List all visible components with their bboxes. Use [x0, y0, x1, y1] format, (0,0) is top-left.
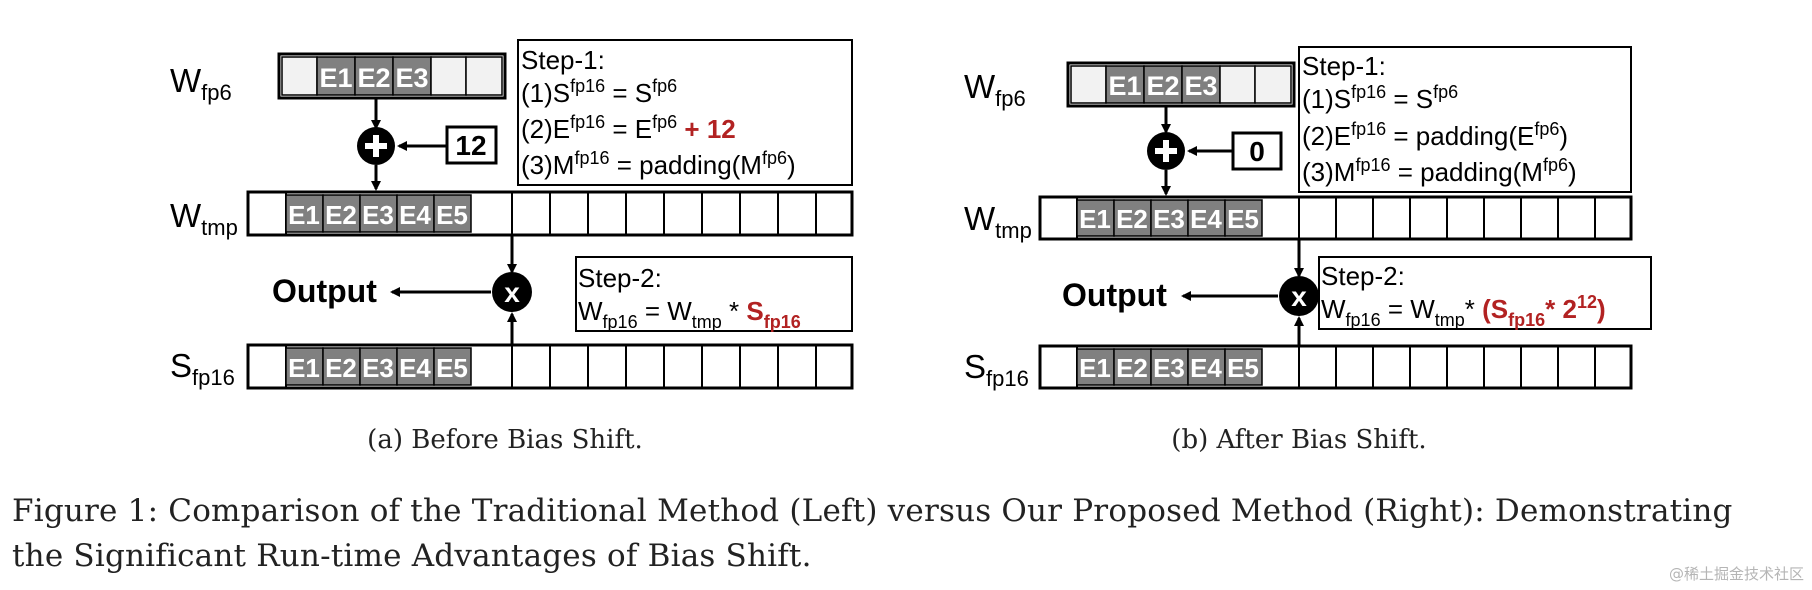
w-tmp-cell-e4: E4 — [399, 200, 431, 230]
step2-box: Step-2: Wfp16 = Wtmp* (Sfp16* 212) — [1318, 256, 1652, 330]
w-fp6-cell-e3: E3 — [1184, 71, 1217, 101]
s-fp16-cell-e4: E4 — [1190, 353, 1222, 383]
step1-line3: (3)Mfp16 = padding(Mfp6) — [521, 148, 796, 180]
w-tmp-cell-e1: E1 — [1079, 204, 1111, 234]
w-fp6-label: Wfp6 — [170, 62, 232, 105]
panel-before-bias-shift: Wfp6 E1 E2 E3 12 — [170, 39, 854, 455]
w-tmp-label: Wtmp — [170, 197, 238, 240]
s-fp16-cell-e4: E4 — [399, 353, 431, 383]
svg-text:x: x — [1291, 281, 1307, 312]
w-tmp-cell-e2: E2 — [325, 200, 357, 230]
s-fp16-register: E1 E2 E3 E4 E5 — [246, 343, 854, 390]
subcaption-a: (a) Before Bias Shift. — [367, 425, 643, 455]
s-fp16-cell-e3: E3 — [1153, 353, 1185, 383]
w-fp6-register: E1 E2 E3 — [1066, 61, 1296, 108]
w-tmp-cell-e3: E3 — [1153, 204, 1185, 234]
step1-line2: (2)Efp16 = Efp6 + 12 — [521, 112, 736, 144]
w-tmp-cell-e5: E5 — [436, 200, 468, 230]
subcaption-b: (b) After Bias Shift. — [1171, 425, 1426, 455]
s-fp16-label: Sfp16 — [964, 348, 1029, 391]
w-tmp-register: E1 E2 E3 E4 E5 — [246, 190, 854, 237]
w-tmp-cell-e5: E5 — [1227, 204, 1259, 234]
w-fp6-cell-e2: E2 — [1146, 71, 1179, 101]
step1-box: Step-1: (1)Sfp16 = Sfp6 (2)Efp16 = Efp6 … — [517, 39, 853, 186]
step1-title: Step-1: — [521, 45, 605, 75]
plus-circle-icon — [1147, 132, 1185, 170]
w-fp6-label: Wfp6 — [964, 68, 1026, 111]
step1-line2: (2)Efp16 = padding(Efp6) — [1302, 119, 1568, 151]
s-fp16-register: E1 E2 E3 E4 E5 — [1038, 344, 1633, 390]
multiply-circle-icon: x — [1279, 276, 1319, 316]
s-fp16-cell-e3: E3 — [362, 353, 394, 383]
w-tmp-label: Wtmp — [964, 200, 1032, 243]
w-fp6-register: E1 E2 E3 — [277, 52, 507, 100]
panel-after-bias-shift: Wfp6 E1 E2 E3 0 — [964, 46, 1652, 455]
step2-title: Step-2: — [1321, 261, 1405, 291]
w-tmp-register: E1 E2 E3 E4 E5 — [1038, 195, 1633, 241]
bias-value-box: 0 — [1231, 131, 1283, 171]
w-tmp-cell-e3: E3 — [362, 200, 394, 230]
s-fp16-label: Sfp16 — [170, 347, 235, 390]
w-fp6-cell-e2: E2 — [357, 63, 390, 93]
svg-text:x: x — [504, 277, 520, 308]
step1-line1: (1)Sfp16 = Sfp6 — [1302, 82, 1458, 114]
s-fp16-cell-e5: E5 — [1227, 353, 1259, 383]
step2-line: Wfp16 = Wtmp* (Sfp16* 212) — [1321, 292, 1606, 330]
s-fp16-cell-e2: E2 — [1116, 353, 1148, 383]
w-tmp-cell-e1: E1 — [288, 200, 320, 230]
multiply-circle-icon: x — [492, 272, 532, 312]
bias-value-box: 12 — [445, 125, 498, 165]
svg-text:0: 0 — [1249, 136, 1265, 167]
step2-title: Step-2: — [578, 263, 662, 293]
svg-text:12: 12 — [455, 130, 486, 161]
step1-box: Step-1: (1)Sfp16 = Sfp6 (2)Efp16 = paddi… — [1298, 46, 1632, 193]
step1-title: Step-1: — [1302, 51, 1386, 81]
w-tmp-cell-e2: E2 — [1116, 204, 1148, 234]
output-label: Output — [1062, 277, 1167, 313]
step2-box: Step-2: Wfp16 = Wtmp * Sfp16 — [575, 256, 853, 332]
w-tmp-cell-e4: E4 — [1190, 204, 1222, 234]
s-fp16-cell-e1: E1 — [288, 353, 320, 383]
w-fp6-cell-e1: E1 — [319, 63, 352, 93]
w-fp6-cell-e3: E3 — [395, 63, 428, 93]
watermark: @稀土掘金技术社区 — [1668, 565, 1804, 583]
figure-caption-line2: the Significant Run-time Advantages of B… — [12, 538, 812, 574]
step1-line3: (3)Mfp16 = padding(Mfp6) — [1302, 155, 1577, 187]
step1-line1: (1)Sfp16 = Sfp6 — [521, 76, 677, 108]
s-fp16-cell-e1: E1 — [1079, 353, 1111, 383]
step2-line: Wfp16 = Wtmp * Sfp16 — [578, 296, 801, 332]
s-fp16-cell-e5: E5 — [436, 353, 468, 383]
plus-circle-icon — [357, 127, 395, 165]
output-label: Output — [272, 273, 377, 309]
figure-caption-line1: Figure 1: Comparison of the Traditional … — [12, 493, 1733, 529]
s-fp16-cell-e2: E2 — [325, 353, 357, 383]
w-fp6-cell-e1: E1 — [1108, 71, 1141, 101]
